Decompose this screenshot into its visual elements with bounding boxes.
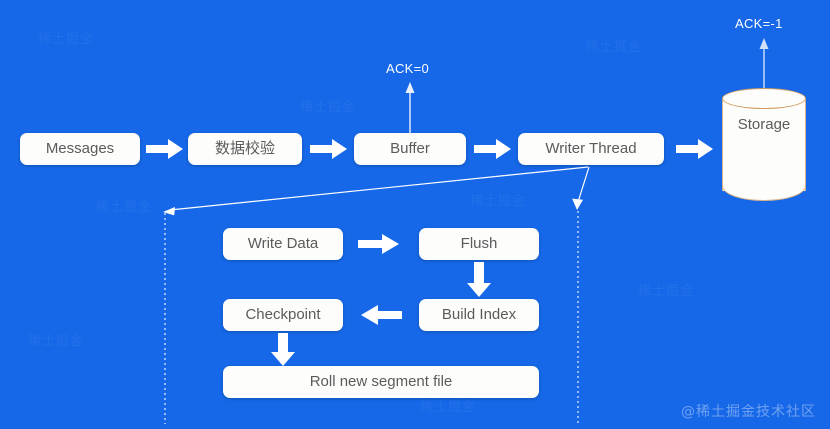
arrow-down-flush-to-build-index-icon — [467, 262, 491, 297]
ack-label-minus-one: ACK=-1 — [735, 16, 783, 31]
ack-minus-one-stem-icon — [759, 38, 769, 92]
node-write-data[interactable]: Write Data — [223, 228, 343, 260]
ack-label-zero: ACK=0 — [386, 61, 430, 76]
node-roll-new-segment-file[interactable]: Roll new segment file — [223, 366, 539, 398]
ack-zero-stem-icon — [405, 82, 415, 133]
node-flush[interactable]: Flush — [419, 228, 539, 260]
background-watermark: 稀土掘金 — [638, 284, 695, 299]
arrow-right-writer-to-storage-icon — [676, 139, 713, 159]
cylinder-bottom-cap — [722, 171, 806, 201]
node-buffer[interactable]: Buffer — [354, 133, 466, 165]
callout-leader-left-icon — [163, 166, 589, 216]
node-storage[interactable]: Storage — [722, 88, 806, 201]
node-writer-thread[interactable]: Writer Thread — [518, 133, 664, 165]
arrow-left-build-index-to-checkpoint-icon — [361, 305, 402, 325]
node-messages[interactable]: Messages — [20, 133, 140, 165]
background-watermark: 稀土掘金 — [300, 100, 357, 115]
node-data-validation[interactable]: 数据校验 — [188, 133, 302, 165]
arrow-right-messages-to-validation-icon — [146, 139, 183, 159]
node-build-index[interactable]: Build Index — [419, 299, 539, 331]
background-watermark: 稀土掘金 — [420, 400, 477, 415]
background-watermark: 稀土掘金 — [28, 334, 85, 349]
callout-leader-right-icon — [572, 166, 590, 210]
arrow-down-checkpoint-to-roll-segment-icon — [271, 333, 295, 366]
node-checkpoint[interactable]: Checkpoint — [223, 299, 343, 331]
arrow-right-buffer-to-writer-icon — [474, 139, 511, 159]
background-watermark: 稀土掘金 — [470, 194, 527, 209]
background-watermark: 稀土掘金 — [96, 200, 153, 215]
storage-label: Storage — [737, 116, 791, 133]
cylinder-top-ellipse — [722, 88, 806, 109]
site-watermark: @稀土掘金技术社区 — [681, 404, 816, 420]
background-watermark: 稀土掘金 — [38, 32, 95, 47]
arrow-right-validation-to-buffer-icon — [310, 139, 347, 159]
background-watermark: 稀土掘金 — [586, 40, 643, 55]
arrow-right-write-data-to-flush-icon — [358, 234, 399, 254]
